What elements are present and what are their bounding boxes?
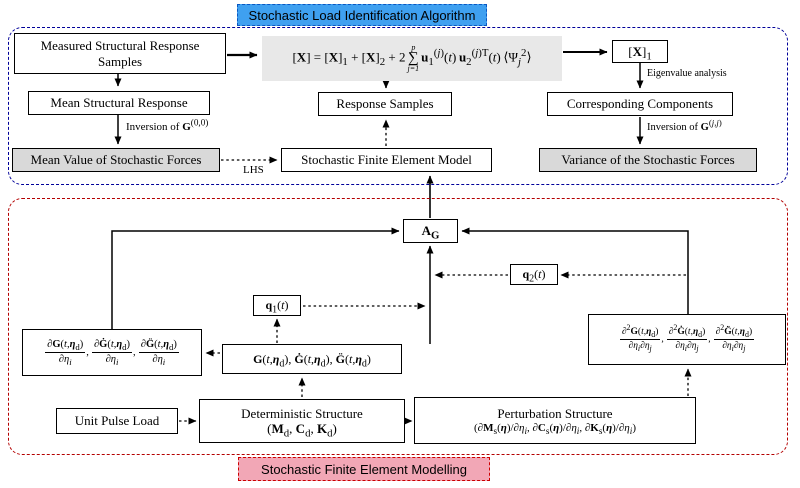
unit-pulse-box: Unit Pulse Load xyxy=(56,408,178,434)
mean-response-box: Mean Structural Response xyxy=(28,91,210,115)
second-order-sensitivity-box: ∂2G(t,ηd)∂ηi∂ηj, ∂2Ġ(t,ηd)∂ηi∂ηj, ∂2G̈(… xyxy=(588,314,786,365)
inversion-gjj-label: Inversion of G(j,j) xyxy=(647,117,722,133)
measured-response-label: Measured Structural Response Samples xyxy=(40,38,200,69)
variance-forces-label: Variance of the Stochastic Forces xyxy=(561,152,735,168)
bottom-banner: Stochastic Finite Element Modelling xyxy=(238,457,490,481)
inversion-g00-label: Inversion of G(0,0) xyxy=(126,117,209,133)
impulse-response-box: G(t,ηd), Ġ(t,ηd), G̈(t,ηd) xyxy=(222,344,402,374)
deterministic-structure-title: Deterministic Structure xyxy=(241,405,363,421)
response-samples-box: Response Samples xyxy=(318,92,452,116)
sfem-label: Stochastic Finite Element Model xyxy=(301,152,472,168)
identification-container xyxy=(8,27,788,185)
perturbation-structure-params: (∂Ms(η)/∂ηi, ∂Cs(η)/∂ηi, ∂Ks(η)/∂ηi) xyxy=(474,421,636,436)
perturbation-structure-box: Perturbation Structure (∂Ms(η)/∂ηi, ∂Cs(… xyxy=(414,397,696,444)
q1-box: q1(t) xyxy=(253,295,301,316)
corresponding-components-box: Corresponding Components xyxy=(547,92,733,116)
measured-response-box: Measured Structural Response Samples xyxy=(14,33,226,74)
q2-box: q2(t) xyxy=(510,264,558,285)
eigenvalue-label: Eigenvalue analysis xyxy=(647,68,727,79)
mean-response-label: Mean Structural Response xyxy=(50,95,188,111)
mean-forces-label: Mean Value of Stochastic Forces xyxy=(30,152,202,168)
top-banner-label: Stochastic Load Identification Algorithm xyxy=(248,7,476,23)
q1-label: q1(t) xyxy=(265,298,289,316)
response-samples-label: Response Samples xyxy=(336,96,434,112)
modelling-container xyxy=(8,198,788,455)
arrow-second-partials-to-ag xyxy=(461,227,689,314)
variance-forces-box: Variance of the Stochastic Forces xyxy=(539,148,757,172)
deterministic-structure-box: Deterministic Structure (Md, Cd, Kd) xyxy=(199,399,405,443)
x1-label: [X]1 xyxy=(628,43,652,63)
unit-pulse-label: Unit Pulse Load xyxy=(74,413,160,429)
lhs-label: LHS xyxy=(243,164,264,176)
q2-label: q2(t) xyxy=(522,267,546,285)
top-banner: Stochastic Load Identification Algorithm xyxy=(237,4,487,26)
mean-forces-box: Mean Value of Stochastic Forces xyxy=(12,148,220,172)
bottom-banner-label: Stochastic Finite Element Modelling xyxy=(261,461,467,477)
ag-box: AG xyxy=(403,219,458,243)
arrow-first-partials-to-ag xyxy=(111,227,400,329)
corresponding-components-label: Corresponding Components xyxy=(566,96,714,112)
x1-box: [X]1 xyxy=(612,40,668,63)
perturbation-structure-title: Perturbation Structure xyxy=(497,406,613,422)
second-order-sensitivity-label: ∂2G(t,ηd)∂ηi∂ηj, ∂2Ġ(t,ηd)∂ηi∂ηj, ∂2G̈(… xyxy=(619,322,755,353)
first-order-sensitivity-label: ∂G(t,ηd)∂ηi, ∂Ġ(t,ηd)∂ηi, ∂G̈(t,ηd)∂ηi xyxy=(45,338,179,367)
impulse-response-label: G(t,ηd), Ġ(t,ηd), G̈(t,ηd) xyxy=(253,351,371,370)
sfem-box: Stochastic Finite Element Model xyxy=(281,148,492,172)
ag-label: AG xyxy=(421,223,440,242)
first-order-sensitivity-box: ∂G(t,ηd)∂ηi, ∂Ġ(t,ηd)∂ηi, ∂G̈(t,ηd)∂ηi xyxy=(22,329,202,376)
deterministic-structure-params: (Md, Cd, Kd) xyxy=(267,421,337,440)
